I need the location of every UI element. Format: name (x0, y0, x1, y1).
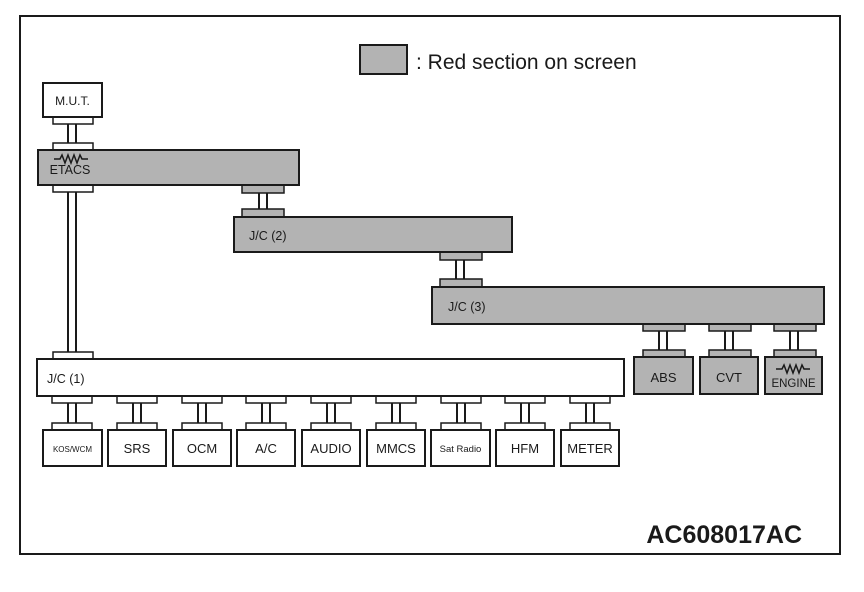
node-etacs-label: ETACS (50, 163, 91, 177)
node-sat-radio-label: Sat Radio (440, 444, 482, 455)
node-engine: ENGINE (764, 356, 823, 395)
node-cvt: CVT (699, 356, 759, 395)
node-ocm: OCM (172, 429, 232, 467)
node-mmcs-label: MMCS (376, 441, 416, 456)
node-ac-label: A/C (255, 441, 277, 456)
node-ocm-label: OCM (187, 441, 217, 456)
figure-id: AC608017AC (646, 521, 802, 549)
bus-lines (67, 124, 799, 423)
node-kos-wcm-label: KOS/WCM (53, 445, 92, 454)
legend-swatch (359, 44, 408, 75)
node-engine-label: ENGINE (771, 378, 815, 390)
node-jc3-label: J/C (3) (448, 300, 486, 314)
node-jc1-label: J/C (1) (47, 372, 85, 386)
node-kos-wcm: KOS/WCM (42, 429, 103, 467)
node-audio-label: AUDIO (310, 441, 351, 456)
node-srs: SRS (107, 429, 167, 467)
node-cvt-label: CVT (716, 370, 742, 385)
node-mut: M.U.T. (42, 82, 103, 118)
node-srs-label: SRS (124, 441, 151, 456)
node-etacs: ETACS (37, 149, 300, 186)
node-sat-radio: Sat Radio (430, 429, 491, 467)
connector-tabs (51, 116, 817, 431)
node-abs-label: ABS (650, 370, 676, 385)
node-mut-label: M.U.T. (55, 94, 90, 108)
node-meter: METER (560, 429, 620, 467)
legend-label: : Red section on screen (416, 51, 637, 74)
node-ac: A/C (236, 429, 296, 467)
diagram-frame (19, 15, 841, 555)
legend: : Red section on screen (359, 44, 637, 75)
node-jc3: J/C (3) (431, 286, 825, 325)
node-hfm: HFM (495, 429, 555, 467)
terminating-resistor-icon (54, 152, 88, 166)
node-jc1: J/C (1) (36, 358, 625, 397)
node-audio: AUDIO (301, 429, 361, 467)
node-jc2: J/C (2) (233, 216, 513, 253)
node-meter-label: METER (567, 441, 613, 456)
node-abs: ABS (633, 356, 694, 395)
terminating-resistor-icon (776, 362, 810, 376)
node-jc2-label: J/C (2) (249, 229, 287, 243)
node-mmcs: MMCS (366, 429, 426, 467)
node-hfm-label: HFM (511, 441, 539, 456)
